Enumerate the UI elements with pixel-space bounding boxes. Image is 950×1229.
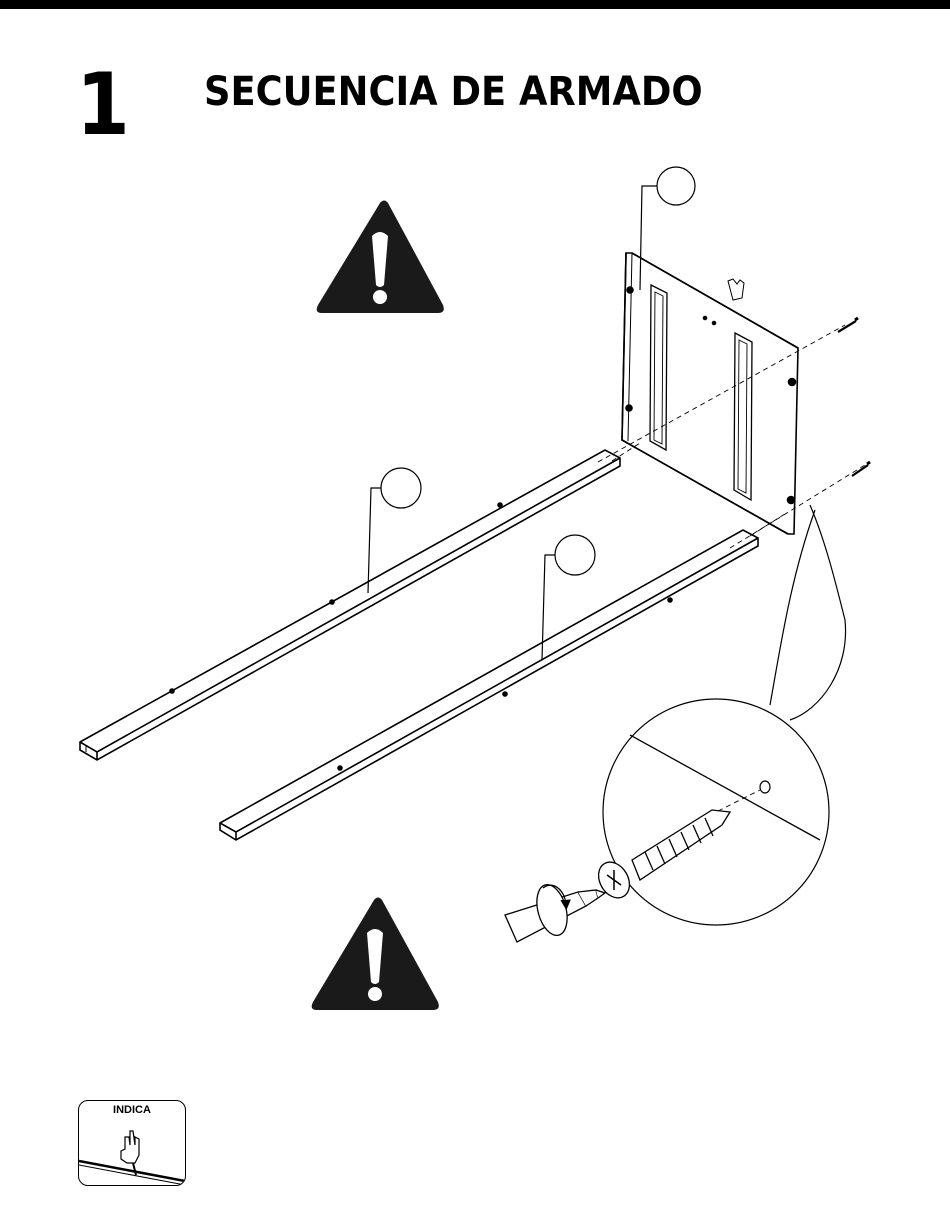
warning-triangle-icon [312,898,439,1011]
warning-triangle-icon [317,201,444,314]
legend-indica: INDICA [78,1100,186,1186]
side-rail-left [80,450,620,760]
back-panel [622,253,798,534]
pointing-hand-icon [79,1101,185,1185]
screw-icon [852,462,870,476]
screw-icon [838,318,858,332]
